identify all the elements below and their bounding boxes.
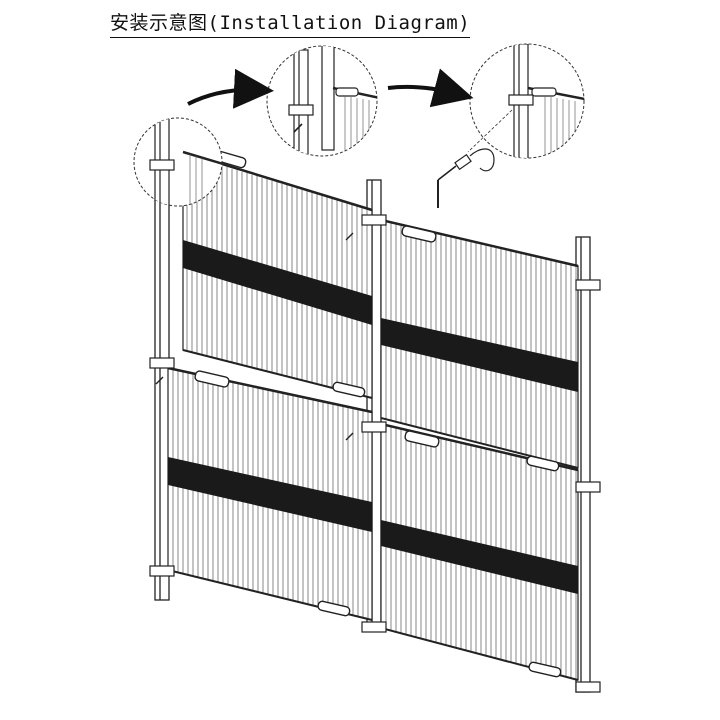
panel-top-left [182,150,373,399]
handle [404,430,440,448]
bracket-icon [361,214,387,226]
handle [194,370,230,388]
dark-band [381,318,578,392]
panel-top-right [380,218,579,469]
dark-band [183,240,372,325]
detail-callout-2 [266,45,378,157]
handle [317,600,351,617]
handle [526,455,560,472]
panel-bottom-left [167,366,373,621]
screw-icon [345,432,354,441]
bracket-icon [149,357,175,369]
key-pin-icon [437,148,495,208]
bracket-icon [575,279,601,291]
left-post [154,139,170,601]
bracket-icon [575,681,601,693]
arrow-right-icon [187,68,274,109]
screw-icon [155,376,164,385]
detail-callout-1 [133,117,223,207]
bracket-icon [575,481,601,493]
bracket-icon [361,621,387,633]
dark-band [381,520,578,594]
brackets [149,159,601,693]
bracket-icon [361,421,387,433]
screw-icon [345,232,354,241]
handle [528,661,562,678]
arrow-right-icon [387,68,474,108]
panel-bottom-right [380,422,579,681]
detail-callout-3 [437,43,585,208]
step-arrows [187,68,474,109]
bracket-icon [149,565,175,577]
dark-band [168,457,372,532]
diagram-title: 安装示意图(Installation Diagram) [110,8,471,38]
handle [332,381,366,398]
handle [401,225,437,243]
posts [154,139,591,693]
